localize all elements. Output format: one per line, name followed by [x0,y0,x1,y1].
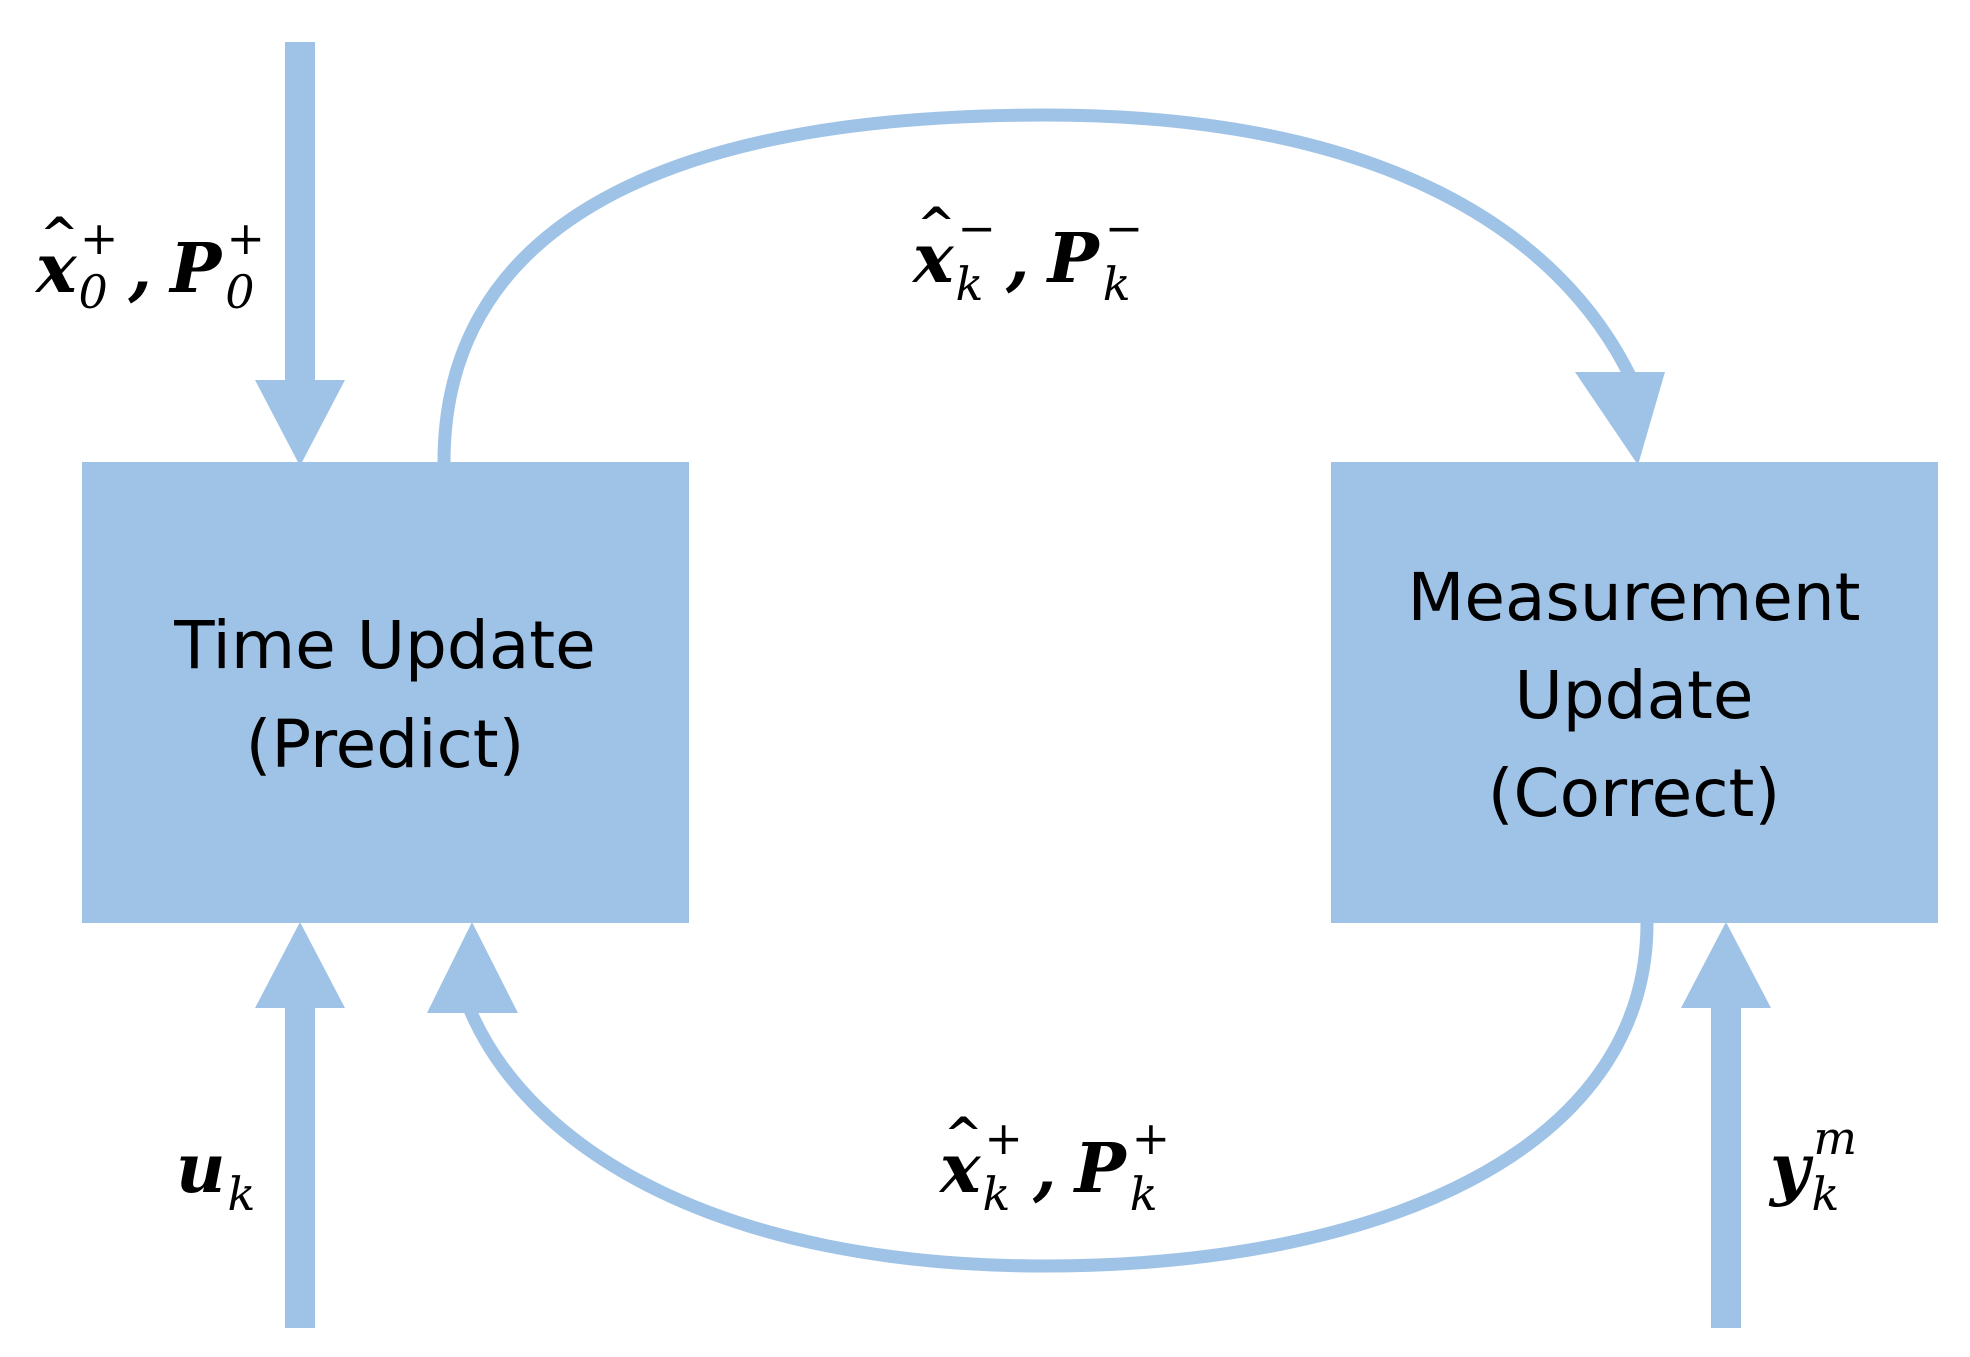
posterior-x-symbol: x [938,1129,982,1209]
prior-x-superscript: − [957,201,996,255]
svg-text:xk−,Pk−: xk−,Pk− [911,201,1143,311]
control-input-label: uk [176,1129,255,1221]
measurement-y-subscript: k [1812,1167,1840,1221]
prior-x-symbol: x [911,219,955,299]
measurement-update-subtitle: (Correct) [1488,755,1780,832]
measurement-update-title-line2: Update [1514,657,1753,734]
svg-text:xk+,Pk+: xk+,Pk+ [938,1111,1170,1221]
posterior-separator: , [1032,1129,1057,1209]
prior-hat-accent: ^ [917,197,956,251]
prior-x-subscript: k [956,257,984,311]
posterior-estimate-arrow [427,922,1654,1273]
posterior-estimate-label: xk+,Pk+ ^ [938,1107,1170,1221]
posterior-hat-accent: ^ [944,1107,983,1161]
measurement-input-arrow [1681,922,1771,1328]
initial-p-symbol: P [168,229,223,309]
svg-text:x0+,P0+: x0+,P0+ [34,211,265,319]
measurement-y-superscript: m [1813,1111,1857,1165]
initial-separator: , [127,229,152,309]
initial-p-superscript: + [226,211,265,265]
initial-p-subscript: 0 [225,265,254,319]
initial-estimate-label: x0+,P0+ ^ [34,207,265,319]
control-u-symbol: u [176,1129,225,1209]
initial-input-arrow [255,42,345,466]
measurement-update-title-line1: Measurement [1407,559,1860,636]
measurement-update-box: Measurement Update (Correct) [1331,462,1938,923]
prior-estimate-arrow [437,108,1665,465]
control-input-arrow [255,922,345,1328]
control-u-subscript: k [227,1167,255,1221]
time-update-box: Time Update (Predict) [82,462,689,923]
svg-text:ykm: ykm [1768,1111,1857,1221]
prior-separator: , [1005,219,1030,299]
prior-estimate-label: xk−,Pk− ^ [911,197,1143,311]
prior-p-superscript: − [1105,201,1144,255]
time-update-title: Time Update [173,607,596,684]
measurement-label: ykm [1768,1111,1857,1221]
posterior-x-subscript: k [983,1167,1011,1221]
posterior-p-subscript: k [1130,1167,1158,1221]
time-update-subtitle: (Predict) [246,706,525,783]
posterior-x-superscript: + [984,1111,1023,1165]
measurement-y-symbol: y [1768,1129,1814,1209]
svg-text:uk: uk [176,1129,255,1221]
initial-x-superscript: + [80,211,119,265]
initial-x-symbol: x [34,229,78,309]
initial-x-subscript: 0 [79,265,108,319]
posterior-p-symbol: P [1073,1129,1128,1209]
prior-p-subscript: k [1103,257,1131,311]
prior-p-symbol: P [1046,219,1101,299]
posterior-p-superscript: + [1132,1111,1171,1165]
initial-hat-accent: ^ [40,207,79,261]
